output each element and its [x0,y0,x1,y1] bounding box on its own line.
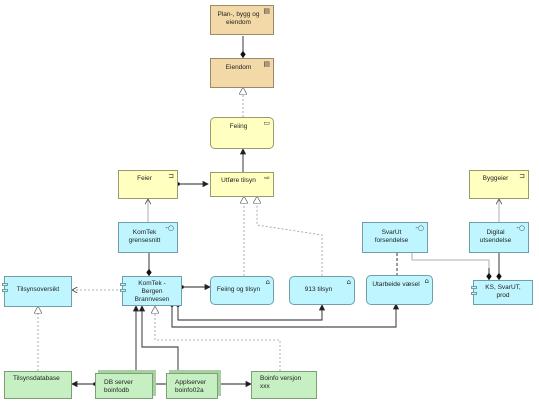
byggeier-role[interactable]: Byggeier ⊐ [469,170,529,199]
komtek-bergen-component[interactable]: KomTek - Bergen Brannvesen [120,276,182,306]
tilsyn-913-function[interactable]: 913 tilsyn ⌂ [289,276,355,305]
db-server-label: DB server boinfodb [104,379,133,394]
utarbeide-vaesel-label: Utarbeide væsel [372,281,420,288]
eiendom-object[interactable]: Eiendom ▤ [210,58,274,88]
business-role-icon: ⊐ [519,172,525,180]
komtek-bergen-label: KomTek - Bergen Brannvesen [134,280,170,303]
feier-role[interactable]: Feier ⊐ [118,170,178,199]
edge-913-utfore [257,197,323,276]
tilsynsdatabase-label: Tilsynsdatabase [13,375,60,382]
svarut-forsendelse-interface[interactable]: SvarUt forsendelse -○ [362,222,428,253]
interface-icon: -○ [516,224,525,232]
business-process-icon: ⇨ [264,174,270,182]
edge-boinfo-bergen [155,307,281,371]
business-role-icon: ⊐ [168,172,174,180]
component-tab [120,289,126,292]
feier-label: Feier [137,175,152,182]
application-function-icon: ⌂ [265,278,270,286]
digital-utsendelse-label: Digital utsendelse [479,229,512,244]
edge-appl-bergen [138,305,179,371]
edge-bergen-vaesel [170,303,400,328]
boinfo-versjon-label: Boinfo versjon xxx [260,375,302,390]
utfore-tilsyn-label: Utføre tilsyn [221,177,256,184]
feiing-og-tilsyn-function[interactable]: Feiing og tilsyn ⌂ [210,276,274,305]
ks-svarut-label: KS, SvarUT, prod [485,284,521,299]
byggeier-label: Byggeier [482,175,509,182]
tilsynsdatabase-artifact[interactable]: Tilsynsdatabase [4,371,72,399]
component-tab [471,292,477,295]
svarut-forsendelse-label: SvarUt forsendelse [374,229,409,244]
komtek-grensesnitt-interface[interactable]: KomTek grensesnitt -○ [118,222,178,253]
feiing-service[interactable]: Feiing ▭ [210,117,274,149]
edge-svarut-ks [411,253,490,276]
plan-bygg-label: Plan-, bygg og eiendom [217,11,260,26]
component-tab [120,283,126,286]
component-tab [2,289,8,292]
boinfo-versjon-artifact[interactable]: Boinfo versjon xxx [251,371,317,399]
appl-server-node[interactable]: Applserver boinfo02a [166,373,218,399]
interface-icon: -○ [415,224,424,232]
feiing-og-tilsyn-label: Feiing og tilsyn [216,286,261,293]
tilsynsoversikt-label: Tilsynsoversikt [16,286,60,293]
digital-utsendelse-interface[interactable]: Digital utsendelse -○ [469,222,529,253]
application-function-icon: ⌂ [346,278,351,286]
business-service-icon: ▭ [263,119,270,127]
feiing-label: Feiing [229,123,248,130]
eiendom-label: Eiendom [225,64,252,71]
interface-icon: -○ [165,224,174,232]
db-server-node[interactable]: DB server boinfodb [95,373,153,399]
edge-bergen-913 [176,303,326,321]
component-tab [471,286,477,289]
business-object-icon: ▤ [263,60,270,68]
plan-bygg-object[interactable]: Plan-, bygg og eiendom ▤ [210,5,274,35]
appl-server-label: Applserver boinfo02a [175,379,207,394]
tilsynsoversikt-component[interactable]: Tilsynsoversikt [2,276,72,307]
business-object-icon: ▤ [263,7,270,15]
ks-svarut-component[interactable]: KS, SvarUT, prod [471,280,533,305]
component-tab [2,283,8,286]
application-function-icon: ⌂ [424,277,429,285]
utfore-tilsyn-process[interactable]: Utføre tilsyn ⇨ [210,172,274,197]
komtek-grensesnitt-label: KomTek grensesnitt [128,229,161,244]
utarbeide-vaesel-function[interactable]: Utarbeide væsel ⌂ [366,275,433,305]
tilsyn-913-label: 913 tilsyn [304,286,333,293]
